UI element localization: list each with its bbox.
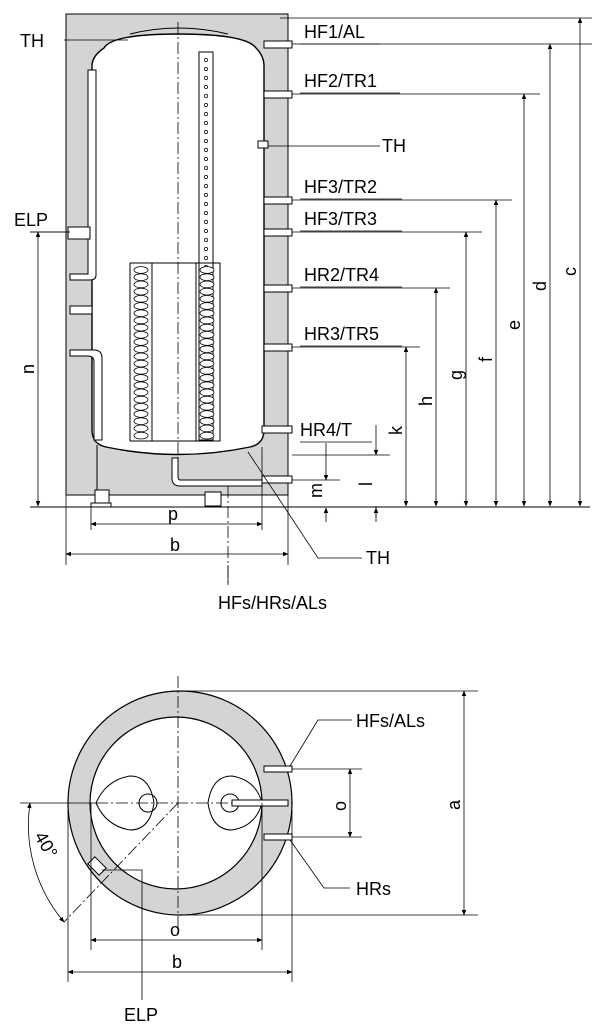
dim-b-top: b xyxy=(172,952,182,972)
label-hf1-al: HF1/AL xyxy=(304,22,365,42)
label-hf2-tr1: HF2/TR1 xyxy=(304,71,377,91)
label-hr2-tr4: HR2/TR4 xyxy=(304,265,379,285)
leader-lines xyxy=(30,39,402,585)
label-hfs-hrs-als: HFs/HRs/ALs xyxy=(218,593,327,613)
dim-a: a xyxy=(444,799,464,810)
dim-b-side: b xyxy=(170,535,180,555)
label-hrs: HRs xyxy=(356,879,391,899)
label-th-bottom: TH xyxy=(366,548,390,568)
dim-n: n xyxy=(18,364,38,374)
side-view: TH HF1/AL HF2/TR1 TH HF3/TR2 HF3/TR3 HR2… xyxy=(14,13,592,613)
label-hf3-tr2: HF3/TR2 xyxy=(304,177,377,197)
label-hf3-tr3: HF3/TR3 xyxy=(304,209,377,229)
label-th-side: TH xyxy=(382,136,406,156)
label-hr3-tr5: HR3/TR5 xyxy=(304,324,379,344)
height-dimensions xyxy=(280,17,592,522)
width-dimensions xyxy=(65,447,289,585)
tank-feet xyxy=(90,445,222,508)
dim-m: m xyxy=(306,483,326,498)
label-angle: 40° xyxy=(31,828,62,862)
dim-g: g xyxy=(446,370,466,380)
label-elp-top: ELP xyxy=(124,1005,158,1025)
dim-l: l xyxy=(356,482,376,486)
dim-o-right: o xyxy=(330,801,350,811)
label-elp-side: ELP xyxy=(14,210,48,230)
dim-o-bottom: o xyxy=(170,920,180,940)
elp-axis xyxy=(63,802,179,923)
dim-h: h xyxy=(416,396,436,406)
dim-e: e xyxy=(504,320,524,330)
tank-top-cap xyxy=(129,27,229,35)
angle-arc xyxy=(27,802,65,923)
dim-d: d xyxy=(530,281,550,291)
heating-coil xyxy=(129,262,221,442)
dim-p: p xyxy=(168,504,178,524)
label-hfs-als: HFs/ALs xyxy=(356,711,425,731)
label-th-top: TH xyxy=(20,31,44,51)
port-left xyxy=(95,775,155,831)
top-view: HFs/ALs HRs ELP 40° a o o b xyxy=(20,676,478,1025)
dim-c: c xyxy=(560,267,580,276)
connection-stubs xyxy=(257,40,293,484)
label-hr4-t: HR4/T xyxy=(300,420,352,440)
dim-f: f xyxy=(476,356,496,362)
dim-k: k xyxy=(386,425,406,435)
elp-pipe xyxy=(67,69,103,441)
